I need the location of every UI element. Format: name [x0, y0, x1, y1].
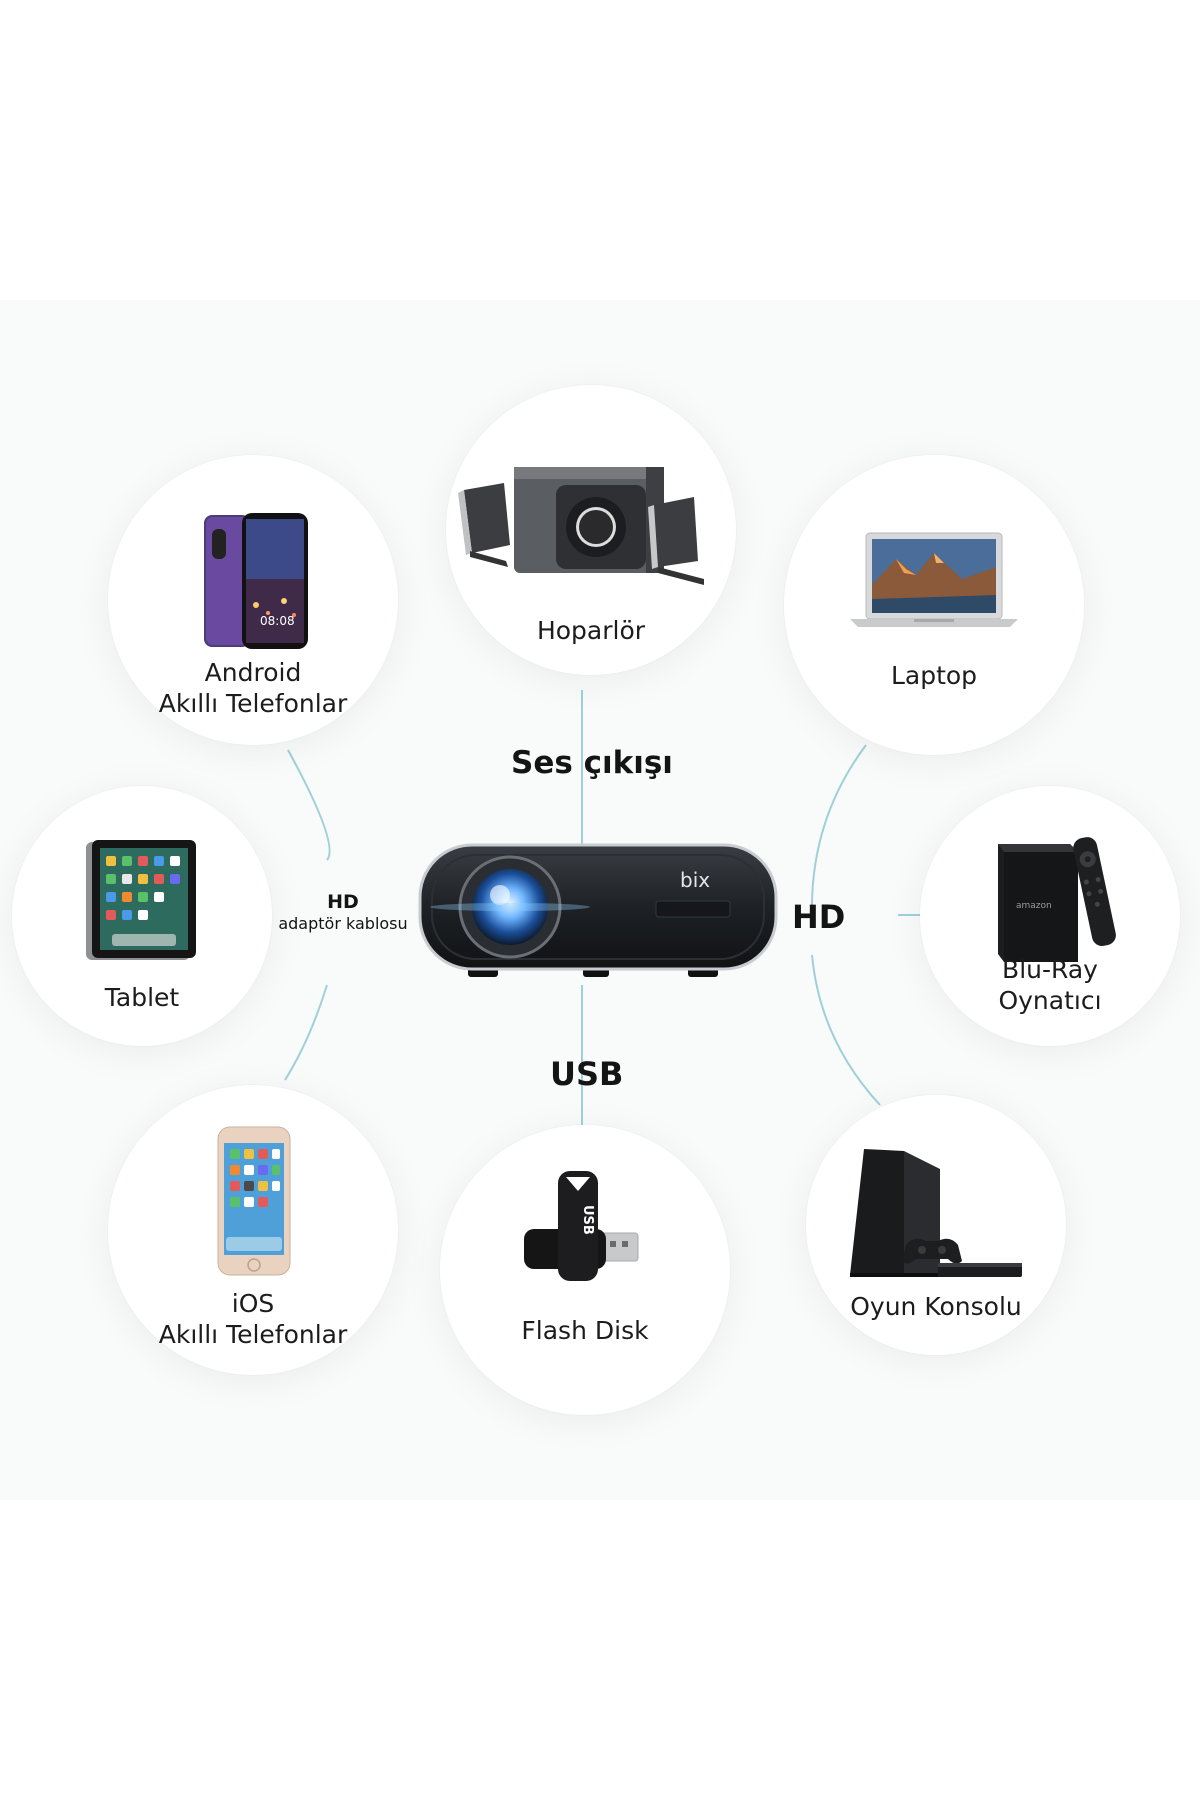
tablet-label: Tablet	[12, 982, 272, 1013]
speaker-icon	[458, 467, 704, 585]
laptop-label-line1: Laptop	[890, 661, 978, 690]
label-usb: USB	[550, 1055, 624, 1093]
node-ios: iOS Akıllı Telefonlar	[108, 1085, 398, 1375]
tablet-label-line1: Tablet	[104, 983, 180, 1012]
android-label-line1: Android	[204, 658, 302, 687]
bluray-label-line1: Blu-Ray	[1002, 955, 1098, 984]
projector: bix	[418, 843, 780, 985]
laptop-label: Laptop	[784, 660, 1084, 691]
bluray-label-line2: Oynatıcı	[998, 986, 1102, 1015]
flash-label-line1: Flash Disk	[521, 1316, 649, 1345]
game-console-icon	[850, 1149, 1022, 1277]
ios-label-line2: Akıllı Telefonlar	[158, 1320, 348, 1349]
tv-box-brand: amazon	[1016, 901, 1052, 911]
node-laptop: Laptop	[784, 455, 1084, 755]
node-console: Oyun Konsolu	[806, 1095, 1066, 1355]
android-label: Android Akıllı Telefonlar	[108, 657, 398, 719]
bluray-label: Blu-Ray Oynatıcı	[920, 954, 1180, 1016]
label-hd-adapter-line2: adaptör kablosu	[278, 914, 408, 933]
projector-icon: bix	[418, 843, 778, 977]
node-flash: USB Flash Disk	[440, 1125, 730, 1415]
tv-box-icon: amazon	[998, 837, 1116, 962]
label-hd-adapter-line1: HD	[327, 891, 359, 913]
label-audio-out: Ses çıkışı	[511, 745, 673, 781]
android-label-line2: Akıllı Telefonlar	[158, 689, 348, 718]
android-phone-icon: 08:08	[204, 513, 308, 649]
laptop-icon	[850, 532, 1018, 627]
ios-label-line1: iOS	[231, 1289, 275, 1318]
node-bluray: amazon Blu-Ray Oynatıcı	[920, 786, 1180, 1046]
iphone-icon	[217, 1126, 291, 1276]
speaker-label-line1: Hoparlör	[536, 616, 646, 645]
node-android: 08:08 Android Akıllı Telefonlar	[108, 455, 398, 745]
label-hd-adapter: HD adaptör kablosu	[268, 890, 418, 934]
flash-stick-text: USB	[580, 1205, 595, 1235]
ios-label: iOS Akıllı Telefonlar	[108, 1288, 398, 1350]
node-tablet: Tablet	[12, 786, 272, 1046]
label-hd: HD	[792, 898, 846, 936]
console-label-line1: Oyun Konsolu	[850, 1292, 1022, 1321]
projector-brand: bix	[680, 868, 710, 892]
flash-disk-icon: USB	[524, 1171, 639, 1281]
tablet-icon	[86, 840, 196, 960]
console-label: Oyun Konsolu	[806, 1291, 1066, 1322]
speaker-label: Hoparlör	[446, 615, 736, 646]
android-screen-time: 08:08	[260, 614, 295, 628]
flash-label: Flash Disk	[440, 1315, 730, 1346]
connector-right-arc	[810, 744, 881, 1106]
node-speaker: Hoparlör	[446, 385, 736, 675]
connector-left-arc	[284, 749, 331, 1081]
